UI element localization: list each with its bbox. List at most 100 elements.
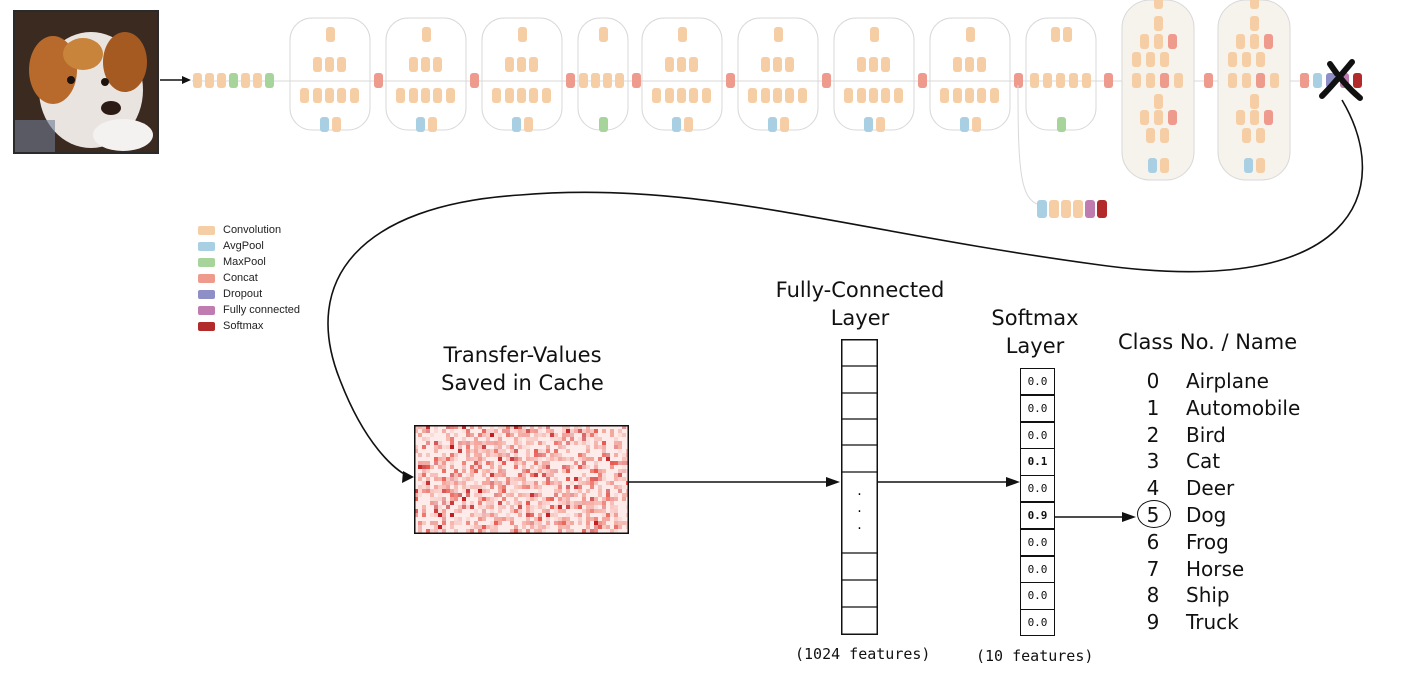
network-layer-block <box>1228 52 1237 67</box>
network-layer-block <box>1313 73 1322 88</box>
network-layer-block <box>1063 27 1072 42</box>
network-layer-block <box>1353 73 1362 88</box>
network-layer-block <box>313 88 322 103</box>
class-number: 8 <box>1146 583 1160 608</box>
class-number: 0 <box>1146 369 1160 393</box>
class-name: Bird <box>1186 422 1226 447</box>
inception-module <box>289 17 383 132</box>
network-layer-block <box>966 27 975 42</box>
network-layer-block <box>684 117 693 132</box>
network-layer-block <box>761 88 770 103</box>
transfer-values-line1: Transfer-Values <box>443 343 602 367</box>
network-layer-block <box>1256 158 1265 173</box>
class-number: 9 <box>1146 610 1160 635</box>
network-layer-block <box>265 73 274 88</box>
network-layer-block <box>433 88 442 103</box>
network-layer-block <box>566 73 575 88</box>
network-layer-block <box>1104 73 1113 88</box>
network-layer-block <box>869 88 878 103</box>
network-layer-block <box>1148 158 1157 173</box>
network-layer-block <box>702 88 711 103</box>
softmax-layer-line1: Softmax <box>991 306 1079 330</box>
network-layer-block <box>1264 110 1273 125</box>
inception-module <box>1017 17 1113 206</box>
softmax-features-caption: (10 features) <box>976 647 1094 665</box>
network-layer-block <box>773 88 782 103</box>
class-row: 8 Ship <box>1130 582 1230 608</box>
network-layer-block <box>320 117 329 132</box>
network-layer-block <box>529 57 538 72</box>
network-layer-block <box>409 88 418 103</box>
network-layer-block <box>1073 200 1083 218</box>
inception-module <box>481 17 575 132</box>
network-layer-block <box>857 88 866 103</box>
legend-swatch <box>198 273 215 283</box>
network-layer-block <box>1250 110 1259 125</box>
softmax-cell: 0.1 <box>1020 448 1055 476</box>
class-name: Deer <box>1186 476 1235 501</box>
network-layer-block <box>1160 52 1169 67</box>
transfer-values-heatmap <box>414 425 629 534</box>
network-layer-block <box>1140 110 1149 125</box>
network-layer-block <box>1051 27 1060 42</box>
legend-label: Softmax <box>223 320 264 332</box>
class-name: Ship <box>1186 583 1230 608</box>
network-layer-block <box>1228 73 1237 88</box>
network-layer-block <box>1057 117 1066 132</box>
fc-layer-title: Fully-Connected Layer <box>745 276 975 332</box>
network-layer-block <box>1244 158 1253 173</box>
network-layer-block <box>689 88 698 103</box>
network-layer-block <box>870 27 879 42</box>
network-layer-block <box>1154 94 1163 109</box>
network-layer-block <box>977 88 986 103</box>
network-layer-block <box>1264 34 1273 49</box>
network-layer-block <box>428 117 437 132</box>
network-layer-block <box>1132 52 1141 67</box>
network-layer-block <box>350 88 359 103</box>
input-image-dog <box>13 10 159 154</box>
network-layer-block <box>1236 110 1245 125</box>
network-layer-block <box>864 117 873 132</box>
legend-item: AvgPool <box>198 239 264 253</box>
network-layer-block <box>1014 73 1023 88</box>
legend-swatch <box>198 225 215 235</box>
network-layer-block <box>1154 16 1163 31</box>
network-layer-block <box>542 88 551 103</box>
network-layer-block <box>300 88 309 103</box>
network-layer-block <box>977 57 986 72</box>
network-layer-block <box>409 57 418 72</box>
network-layer-block <box>1242 52 1251 67</box>
network-layer-block <box>1300 73 1309 88</box>
network-layer-block <box>632 73 641 88</box>
network-layer-block <box>1037 200 1047 218</box>
network-layer-block <box>1256 73 1265 88</box>
legend-swatch <box>198 305 215 315</box>
network-layer-block <box>217 73 226 88</box>
network-layer-block <box>505 57 514 72</box>
network-layer-block <box>1061 200 1071 218</box>
network-layer-block <box>1160 73 1169 88</box>
network-layer-block <box>798 88 807 103</box>
network-layer-block <box>205 73 214 88</box>
network-layer-block <box>972 117 981 132</box>
network-layer-block <box>665 88 674 103</box>
network-layer-block <box>1146 73 1155 88</box>
network-layer-block <box>940 88 949 103</box>
fc-layer-line2: Layer <box>830 306 890 330</box>
network-layer-block <box>421 57 430 72</box>
network-layer-block <box>1250 16 1259 31</box>
network-layer-block <box>416 117 425 132</box>
network-layer-block <box>599 27 608 42</box>
network-layer-block <box>953 88 962 103</box>
network-layer-block <box>326 27 335 42</box>
network-layer-block <box>1270 73 1279 88</box>
network-layer-block <box>672 117 681 132</box>
network-layer-block <box>470 73 479 88</box>
